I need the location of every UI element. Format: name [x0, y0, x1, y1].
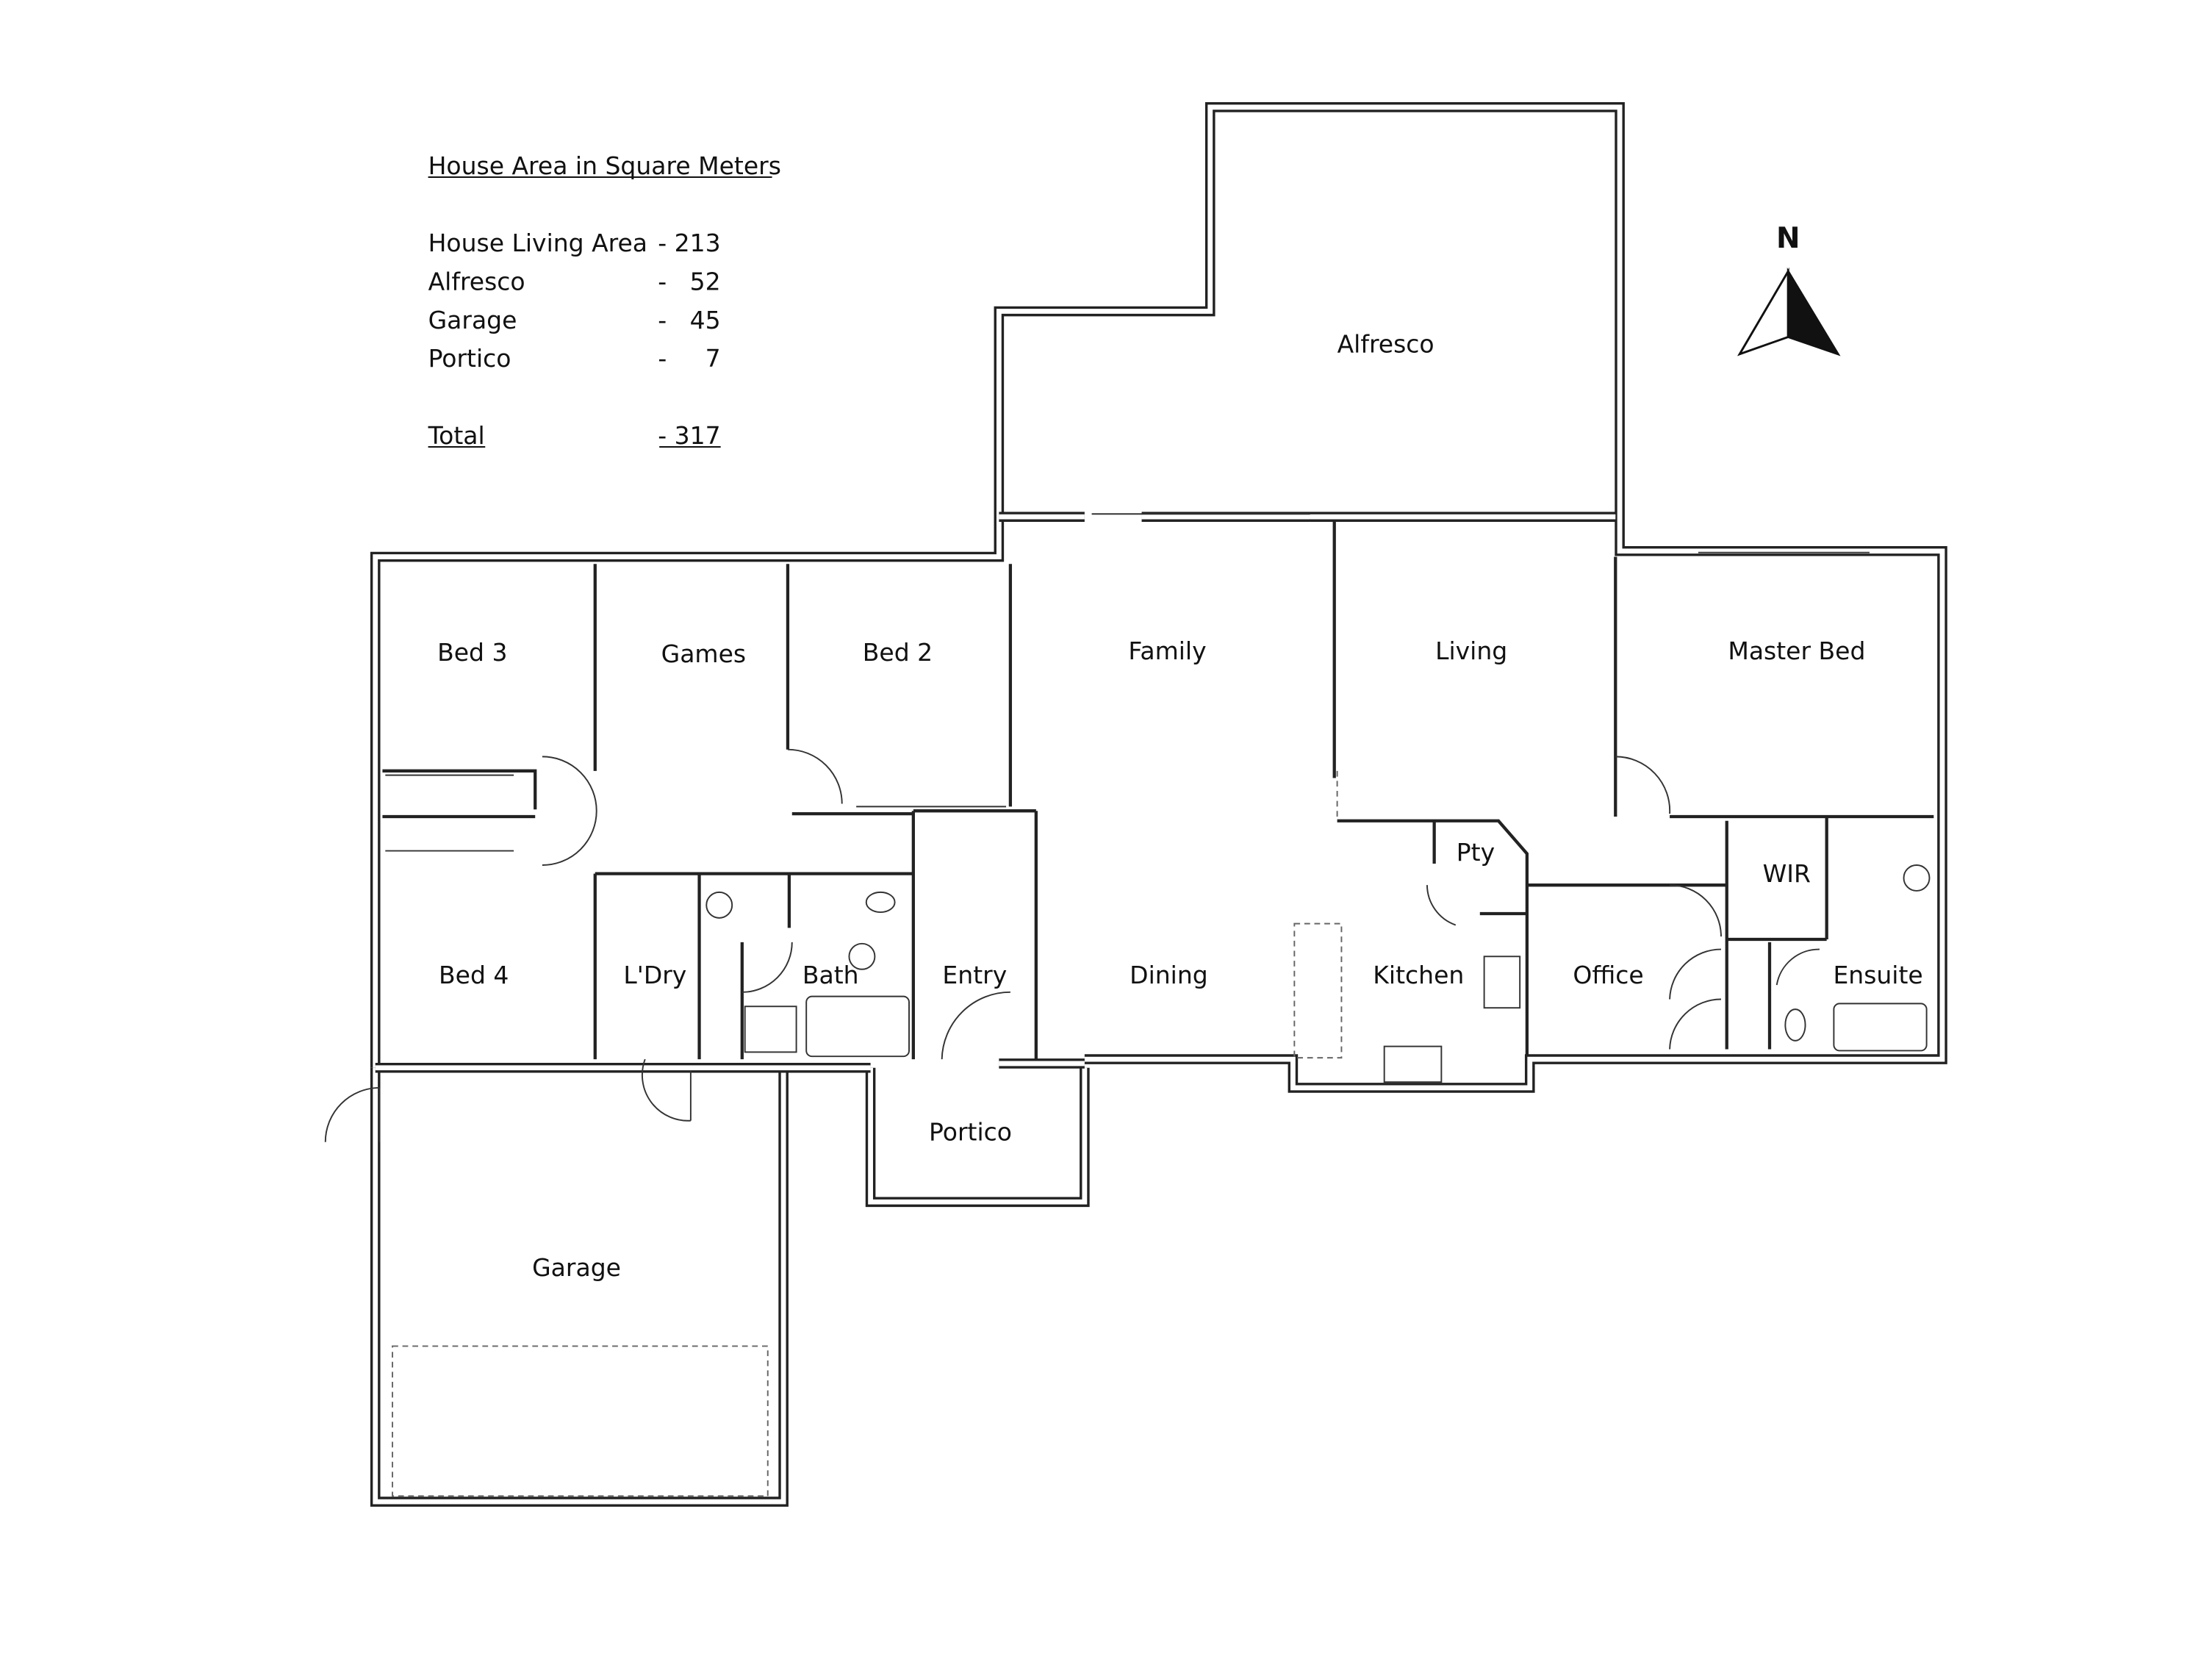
area-row-label: Alfresco	[428, 267, 525, 295]
wall-segment	[370, 1067, 789, 1507]
wall-segment	[373, 1067, 786, 1505]
fixtures	[324, 748, 1931, 1497]
basin	[848, 942, 876, 970]
area-total-label: Total	[428, 421, 485, 450]
bathtub	[805, 995, 910, 1058]
room-label-family: Family	[1128, 637, 1206, 665]
area-row-value: - 45	[658, 306, 720, 334]
area-row-label: Portico	[428, 344, 511, 373]
ensuite-toilet	[1784, 1008, 1806, 1042]
room-label-dining: Dining	[1130, 961, 1208, 989]
room-label-master-bed: Master Bed	[1728, 637, 1865, 665]
ensuite-vanity	[1833, 1003, 1928, 1052]
room-label-entry: Entry	[942, 961, 1007, 989]
wall-segment	[373, 104, 1945, 1091]
cooktop	[1483, 956, 1521, 1009]
area-row-label: Garage	[428, 306, 517, 334]
laundry-tub	[705, 891, 733, 919]
area-row-value: - 52	[658, 267, 720, 295]
room-label-ensuite: Ensuite	[1833, 961, 1922, 989]
area-total-value: - 317	[658, 421, 720, 450]
room-label-portico: Portico	[929, 1118, 1012, 1147]
area-row-value: - 213	[658, 229, 720, 257]
room-label-kitchen: Kitchen	[1373, 961, 1464, 989]
room-label-bed-3: Bed 3	[437, 638, 507, 667]
room-label-bed-4: Bed 4	[439, 961, 509, 989]
wall-segment	[375, 1061, 1085, 1071]
ensuite-basin	[1903, 864, 1931, 892]
room-label-bed-2: Bed 2	[863, 638, 933, 667]
area-table: House Area in Square Meters House Living…	[428, 151, 781, 450]
room-label-alfresco: Alfresco	[1337, 330, 1434, 359]
room-label-games: Games	[661, 639, 746, 668]
room-label-bath: Bath	[802, 961, 859, 989]
external-walls	[370, 102, 1947, 1507]
north-arrow-icon: N	[1737, 222, 1841, 356]
toilet	[865, 891, 896, 914]
wall-segment	[868, 1067, 1088, 1205]
area-row-label: House Living Area	[428, 229, 647, 257]
area-table-title: House Area in Square Meters	[428, 151, 781, 180]
shower	[744, 1006, 797, 1053]
room-label-laundry: L'Dry	[623, 961, 686, 989]
kitchen-sink	[1383, 1045, 1443, 1083]
room-label-pantry: Pty	[1457, 838, 1495, 867]
north-label: N	[1776, 222, 1800, 255]
room-label-office: Office	[1573, 961, 1643, 989]
room-label-wir: WIR	[1763, 859, 1811, 888]
kitchen-island	[1293, 922, 1343, 1059]
garage-door-outline	[392, 1345, 769, 1497]
area-row-value: - 7	[658, 344, 720, 373]
door-swings	[324, 748, 1820, 1142]
interior-walls	[382, 513, 1934, 1060]
room-label-living: Living	[1435, 637, 1507, 665]
room-label-garage: Garage	[532, 1253, 621, 1282]
